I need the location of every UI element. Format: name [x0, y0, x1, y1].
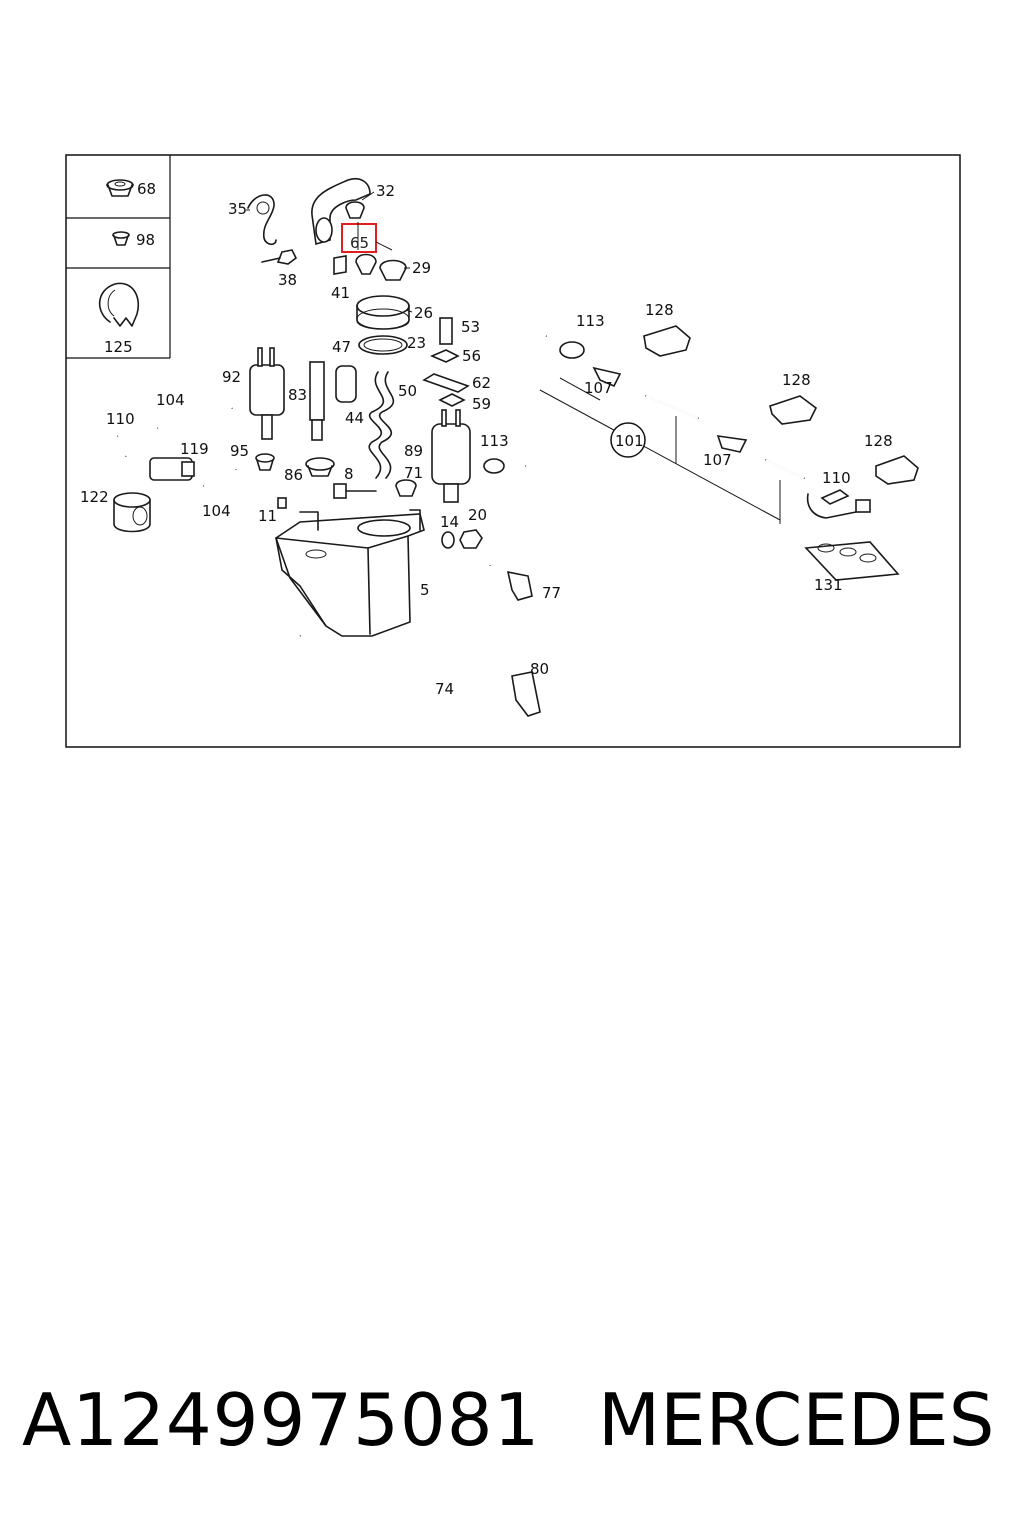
label-86: 86 [284, 466, 303, 484]
label-104-bottom: 104 [202, 502, 231, 520]
label-71: 71 [404, 464, 423, 482]
hose-74 [284, 565, 492, 725]
diagram-frame [65, 154, 961, 748]
label-128-c: 128 [864, 432, 893, 450]
highlight-box [341, 223, 377, 253]
label-68: 68 [137, 180, 156, 198]
label-110-left: 110 [106, 410, 135, 428]
label-77: 77 [542, 584, 561, 602]
clamps-113 [483, 341, 585, 474]
label-38: 38 [278, 271, 297, 289]
label-5: 5 [420, 581, 430, 599]
label-110-right: 110 [822, 469, 851, 487]
grommet-71 [395, 479, 417, 497]
parts-diagram: 68 98 125 65 32 35 38 41 29 26 53 47 23 … [65, 154, 961, 748]
plates-56-62-59 [422, 317, 470, 407]
leader-lines [246, 191, 413, 313]
grommet-68-icon [106, 179, 134, 197]
brand-name: MERCEDES [598, 1378, 995, 1462]
label-35: 35 [228, 200, 247, 218]
nozzles-128 [643, 325, 919, 485]
hoses-left [117, 395, 242, 497]
label-65-highlighted[interactable]: 65 [350, 234, 369, 252]
label-41: 41 [331, 284, 350, 302]
grommet-95 [255, 453, 275, 471]
label-11: 11 [258, 507, 277, 525]
label-107-b: 107 [703, 451, 732, 469]
label-113-upper: 113 [576, 312, 605, 330]
inset-legend [66, 155, 171, 359]
connector-119 [149, 457, 195, 481]
wiring-harness-50 [368, 371, 395, 479]
label-32: 32 [376, 182, 395, 200]
label-29: 29 [412, 259, 431, 277]
label-119: 119 [180, 440, 209, 458]
label-26: 26 [414, 304, 433, 322]
bushing-122 [113, 492, 151, 533]
label-56: 56 [462, 347, 481, 365]
label-128-a: 128 [645, 301, 674, 319]
reservoir-tank-5 [275, 509, 425, 637]
label-59: 59 [472, 395, 491, 413]
label-92: 92 [222, 368, 241, 386]
label-14: 14 [440, 513, 459, 531]
footer: A1249975081 MERCEDES [0, 1370, 1024, 1470]
label-128-b: 128 [782, 371, 811, 389]
label-62: 62 [472, 374, 491, 392]
pump-92 [249, 347, 285, 440]
label-104-top: 104 [156, 391, 185, 409]
filler-neck-assembly [247, 178, 407, 281]
label-125: 125 [104, 338, 133, 356]
clamp-125-icon [98, 282, 139, 327]
label-44: 44 [345, 409, 364, 427]
label-98: 98 [136, 231, 155, 249]
label-53: 53 [461, 318, 480, 336]
pump-cap-assembly [356, 295, 410, 355]
hose-run-right [517, 330, 857, 524]
t-connectors-107 [592, 366, 748, 453]
label-89: 89 [404, 442, 423, 460]
label-74: 74 [435, 680, 454, 698]
part-131 [804, 541, 900, 581]
label-8: 8 [344, 465, 354, 483]
label-95: 95 [230, 442, 249, 460]
plug-98-icon [112, 231, 130, 246]
part-44 [335, 365, 357, 403]
label-101: 101 [615, 432, 644, 450]
part-labels: 68 98 125 65 32 35 38 41 29 26 53 47 23 … [80, 180, 893, 698]
pump-89 [431, 409, 471, 503]
clip-77 [506, 570, 533, 601]
clip-80 [511, 671, 541, 717]
level-sensor-83 [309, 361, 325, 441]
nut-14-washer-20 [441, 529, 483, 549]
label-47: 47 [332, 338, 351, 356]
callout-101 [610, 422, 646, 458]
label-122: 122 [80, 488, 109, 506]
screws [277, 483, 377, 509]
part-number: A1249975081 [22, 1378, 541, 1462]
label-20: 20 [468, 506, 487, 524]
label-50: 50 [398, 382, 417, 400]
elbow-110-right [820, 489, 871, 513]
grommet-86 [305, 457, 335, 477]
label-113-lower: 113 [480, 432, 509, 450]
label-131: 131 [814, 576, 843, 594]
label-83: 83 [288, 386, 307, 404]
label-107-a: 107 [584, 379, 613, 397]
label-80: 80 [530, 660, 549, 678]
label-23: 23 [407, 334, 426, 352]
